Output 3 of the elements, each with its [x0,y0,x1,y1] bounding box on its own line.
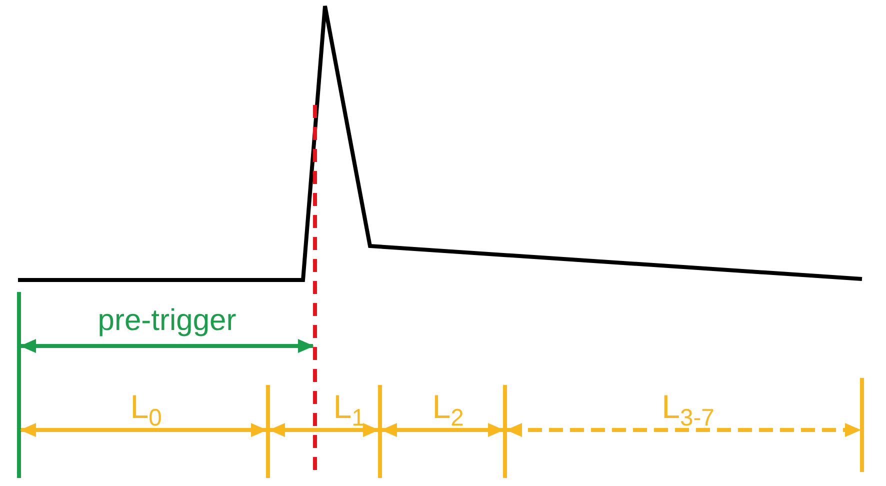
dimension-label: L$_{2}$ [432,390,464,423]
dimension-label: pre-trigger [98,306,236,336]
dimension-label: L$_{1}$ [333,390,365,423]
